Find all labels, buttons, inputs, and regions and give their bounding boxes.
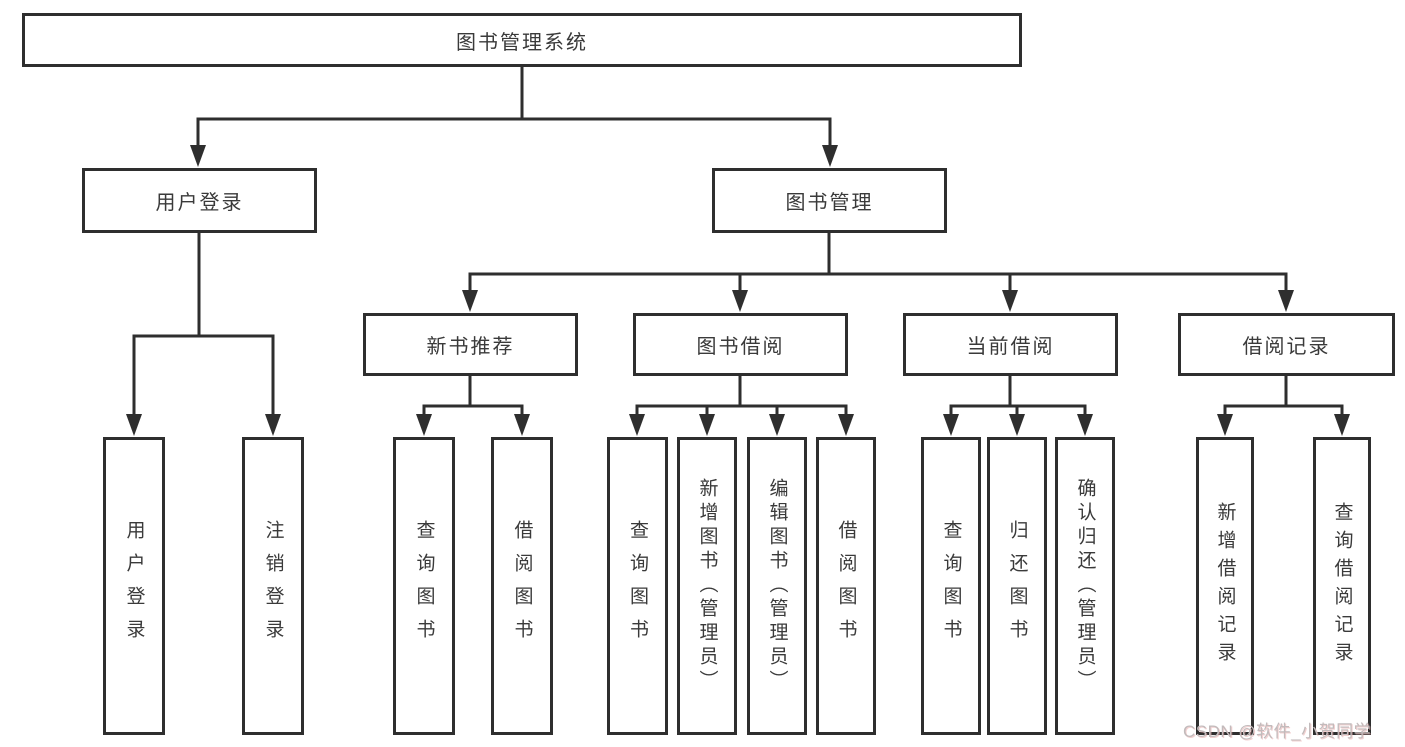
connector-current-borrowing-to-leaves [943, 374, 1093, 436]
node-label: 当前借阅 [966, 336, 1055, 358]
leaf-label: 查询借阅记录 [1331, 502, 1353, 670]
leaf-current-query-books: 查询图书 [921, 437, 981, 735]
leaf-label: 借阅图书 [511, 520, 533, 652]
connector-book-management-to-level3 [462, 231, 1294, 312]
leaf-label: 查询图书 [413, 520, 435, 652]
leaf-label: 注销登录 [262, 520, 284, 652]
node-current-borrowing: 当前借阅 [903, 313, 1118, 376]
node-label: 用户登录 [155, 192, 244, 214]
leaf-current-confirm-return-admin: 确认归还（管理员） [1055, 437, 1115, 735]
node-borrowing-records: 借阅记录 [1178, 313, 1395, 376]
leaf-user-login: 用户登录 [103, 437, 165, 735]
leaf-label: 查询图书 [940, 520, 962, 652]
leaf-label: 确认归还（管理员） [1074, 478, 1096, 694]
leaf-label: 查询图书 [627, 520, 648, 652]
leaf-label: 新增借阅记录 [1214, 502, 1236, 670]
node-book-management: 图书管理 [712, 168, 947, 233]
leaf-label: 借阅图书 [835, 520, 857, 652]
connector-book-borrowing-to-leaves [629, 374, 854, 436]
leaf-records-query-borrow-record: 查询借阅记录 [1313, 437, 1371, 735]
connector-new-book-recommendation-to-leaves [416, 374, 530, 436]
watermark: CSDN @软件_小贺同学 [1183, 722, 1372, 741]
leaf-logout-login: 注销登录 [242, 437, 304, 735]
connector-borrowing-records-to-leaves [1217, 374, 1350, 436]
leaf-label: 新增图书（管理员） [696, 478, 718, 694]
leaf-label: 编辑图书（管理员） [766, 478, 788, 694]
node-label: 借阅记录 [1242, 336, 1331, 358]
leaf-label: 归还图书 [1006, 520, 1028, 652]
leaf-records-add-borrow-record: 新增借阅记录 [1196, 437, 1254, 735]
leaf-current-return-books: 归还图书 [987, 437, 1047, 735]
leaf-borrowing-add-books-admin: 新增图书（管理员） [677, 437, 737, 735]
leaf-borrowing-edit-books-admin: 编辑图书（管理员） [747, 437, 807, 735]
leaf-recommend-borrow-books: 借阅图书 [491, 437, 553, 735]
leaf-label: 用户登录 [123, 520, 145, 652]
node-book-borrowing: 图书借阅 [633, 313, 848, 376]
node-label: 新书推荐 [426, 336, 515, 358]
node-new-book-recommendation: 新书推荐 [363, 313, 578, 376]
node-user-login: 用户登录 [82, 168, 317, 233]
node-library-management-system: 图书管理系统 [22, 13, 1022, 67]
connector-root-to-level2 [190, 65, 838, 167]
node-label: 图书借阅 [696, 336, 785, 358]
connector-user-login-to-leaves [126, 231, 281, 436]
node-label: 图书管理 [785, 192, 874, 214]
leaf-borrowing-borrow-books: 借阅图书 [816, 437, 876, 735]
leaf-recommend-query-books: 查询图书 [393, 437, 455, 735]
leaf-borrowing-query-books: 查询图书 [607, 437, 668, 735]
node-label: 图书管理系统 [456, 31, 588, 54]
